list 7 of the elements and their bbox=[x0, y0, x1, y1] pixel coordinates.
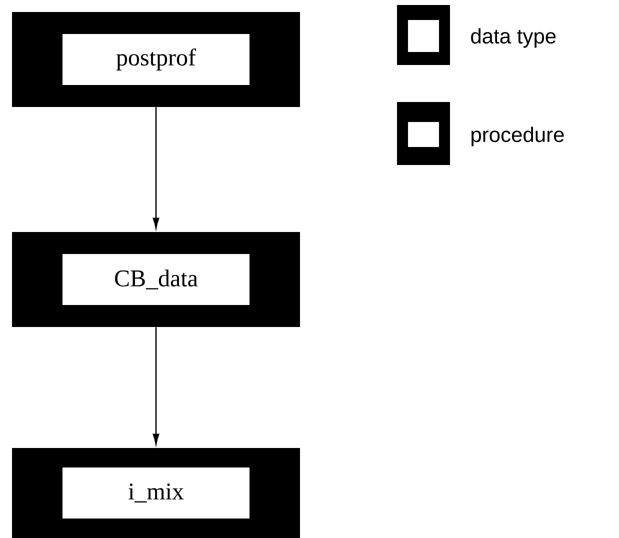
data-type-box: i_mix bbox=[12, 448, 300, 538]
arrow bbox=[152, 107, 160, 228]
arrow bbox=[152, 327, 160, 444]
data-type-box: postprof bbox=[12, 12, 300, 107]
data-type-box: CB_data bbox=[12, 232, 300, 327]
legend-label: data type bbox=[471, 28, 556, 48]
legend-label: procedure bbox=[472, 126, 564, 146]
